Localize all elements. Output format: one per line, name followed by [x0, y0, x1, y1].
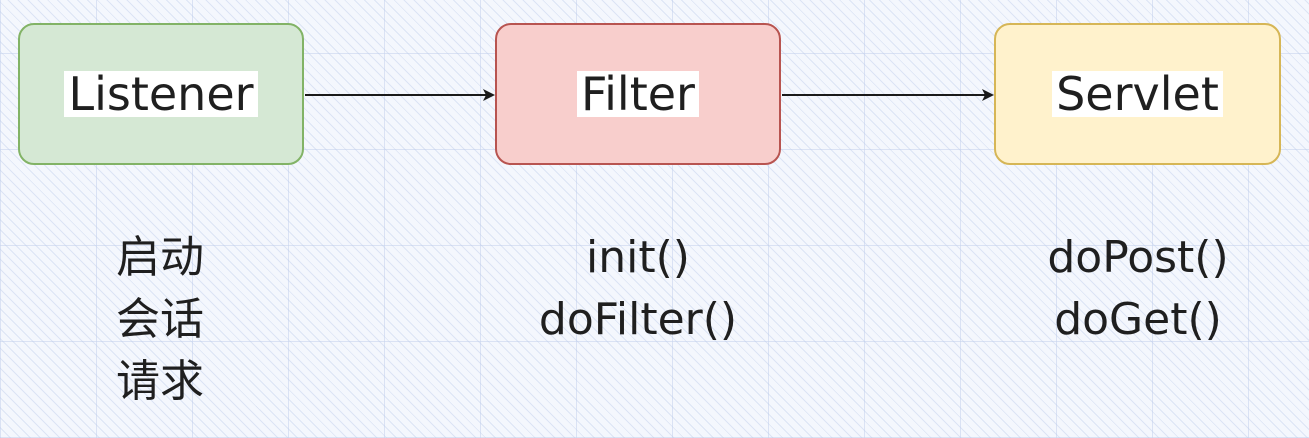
filter-note-init: init() [586, 232, 690, 283]
filter-label: Filter [577, 71, 699, 117]
listener-node: Listener [18, 23, 304, 165]
servlet-note-doget: doGet() [1054, 294, 1222, 345]
filter-note-dofilter: doFilter() [538, 294, 738, 345]
listener-notes: 启动 会话 请求 [60, 227, 260, 413]
servlet-note-dopost: doPost() [1047, 232, 1229, 283]
listener-note-request: 请求 [116, 356, 204, 407]
servlet-node: Servlet [994, 23, 1281, 165]
servlet-label: Servlet [1052, 71, 1223, 117]
filter-node: Filter [495, 23, 781, 165]
filter-notes: init() doFilter() [500, 227, 776, 351]
listener-note-startup: 启动 [116, 232, 204, 283]
servlet-notes: doPost() doGet() [1000, 227, 1276, 351]
listener-label: Listener [64, 71, 258, 117]
listener-note-session: 会话 [116, 294, 204, 345]
